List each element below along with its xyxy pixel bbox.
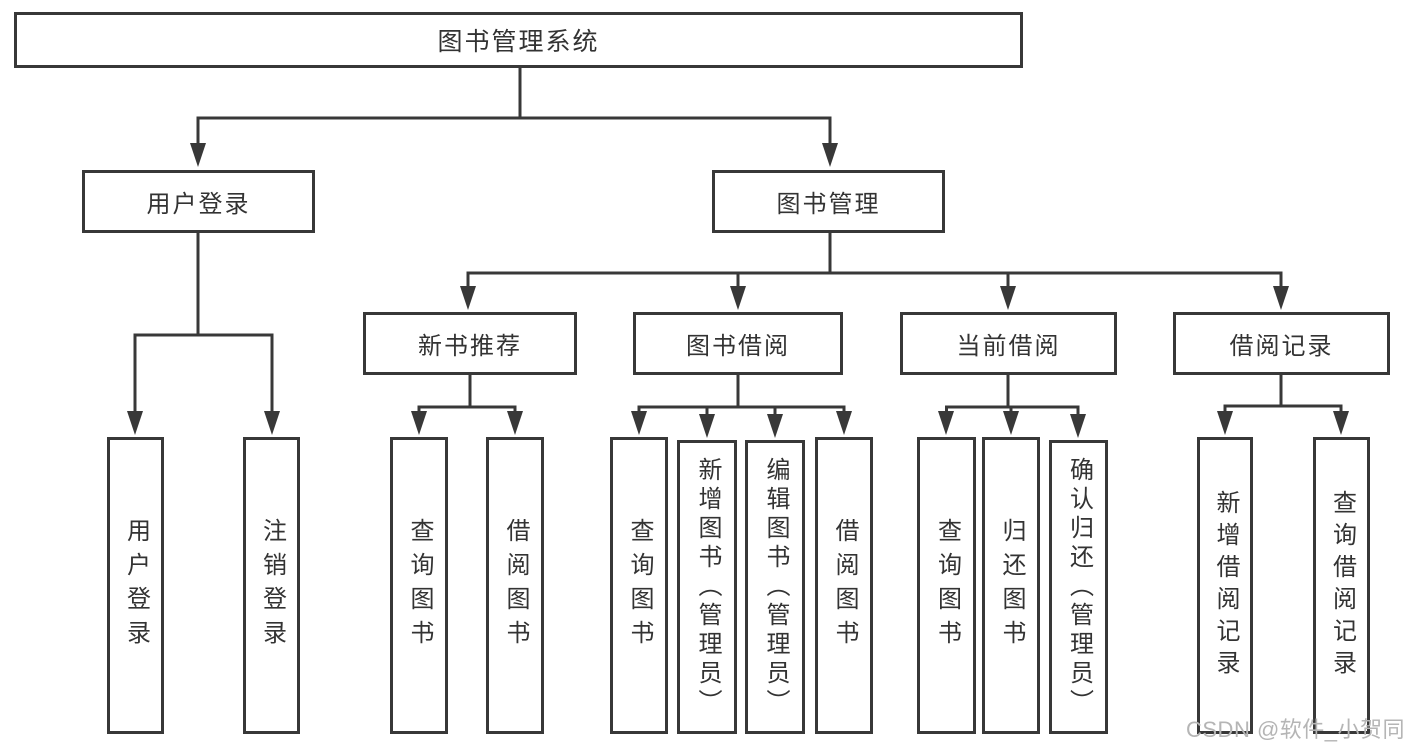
- node-new-book-recommend: 新书推荐: [363, 312, 577, 375]
- leaf-confirm-return-admin: 确认归还（管理员）: [1049, 440, 1108, 734]
- leaf-confirm-return-admin-label: 确认归还（管理员）: [1065, 456, 1093, 718]
- node-book-borrow-label: 图书借阅: [686, 333, 790, 360]
- leaf-query-books-1-label: 查询图书: [406, 517, 433, 654]
- leaf-borrow-books-2: 借阅图书: [815, 437, 873, 734]
- leaf-query-books-3: 查询图书: [917, 437, 976, 734]
- leaf-add-books-admin-label: 新增图书（管理员）: [694, 456, 721, 718]
- leaf-query-books-1: 查询图书: [390, 437, 448, 734]
- connector-user-login-children: [133, 233, 274, 414]
- leaf-user-login-label: 用户登录: [122, 517, 150, 654]
- connector-current-borrow-children: [945, 375, 1080, 416]
- node-user-login: 用户登录: [82, 170, 315, 233]
- node-root-label: 图书管理系统: [437, 28, 600, 56]
- connector-book-management-children: [466, 233, 1283, 288]
- node-current-borrow-label: 当前借阅: [956, 333, 1061, 360]
- leaf-query-books-2-label: 查询图书: [626, 517, 653, 654]
- leaf-borrow-books-1: 借阅图书: [486, 437, 544, 734]
- node-book-borrow: 图书借阅: [633, 312, 843, 375]
- node-borrow-records: 借阅记录: [1173, 312, 1390, 375]
- leaf-query-books-3-label: 查询图书: [933, 517, 961, 654]
- leaf-edit-books-admin-label: 编辑图书（管理员）: [762, 456, 789, 718]
- leaf-query-borrow-record: 查询借阅记录: [1313, 437, 1370, 734]
- leaf-add-borrow-record: 新增借阅记录: [1197, 437, 1253, 734]
- connector-new-book-recommend-children: [417, 375, 517, 413]
- connector-book-borrow-children: [637, 375, 846, 416]
- connector-borrow-records-children: [1223, 375, 1343, 413]
- connector-root-to-level2: [196, 68, 832, 148]
- leaf-borrow-books-2-label: 借阅图书: [831, 517, 858, 654]
- leaf-return-books: 归还图书: [982, 437, 1040, 734]
- leaf-query-borrow-record-label: 查询借阅记录: [1328, 489, 1356, 682]
- leaf-edit-books-admin: 编辑图书（管理员）: [745, 440, 805, 734]
- leaf-query-books-2: 查询图书: [610, 437, 668, 734]
- node-current-borrow: 当前借阅: [900, 312, 1117, 375]
- leaf-logout: 注销登录: [243, 437, 300, 734]
- leaf-add-borrow-record-label: 新增借阅记录: [1212, 489, 1239, 682]
- csdn-watermark: CSDN @软件_小贺同学: [1186, 717, 1405, 742]
- node-borrow-records-label: 借阅记录: [1229, 333, 1334, 360]
- node-book-management-label: 图书管理: [776, 191, 881, 218]
- leaf-return-books-label: 归还图书: [998, 517, 1025, 654]
- leaf-borrow-books-1-label: 借阅图书: [502, 517, 529, 654]
- leaf-add-books-admin: 新增图书（管理员）: [677, 440, 737, 734]
- node-book-management: 图书管理: [712, 170, 945, 233]
- arrowheads: [127, 143, 1349, 438]
- node-root-system: 图书管理系统: [14, 12, 1023, 68]
- node-user-login-label: 用户登录: [146, 191, 251, 218]
- leaf-logout-label: 注销登录: [258, 517, 286, 654]
- node-new-book-recommend-label: 新书推荐: [418, 333, 522, 360]
- leaf-user-login: 用户登录: [107, 437, 164, 734]
